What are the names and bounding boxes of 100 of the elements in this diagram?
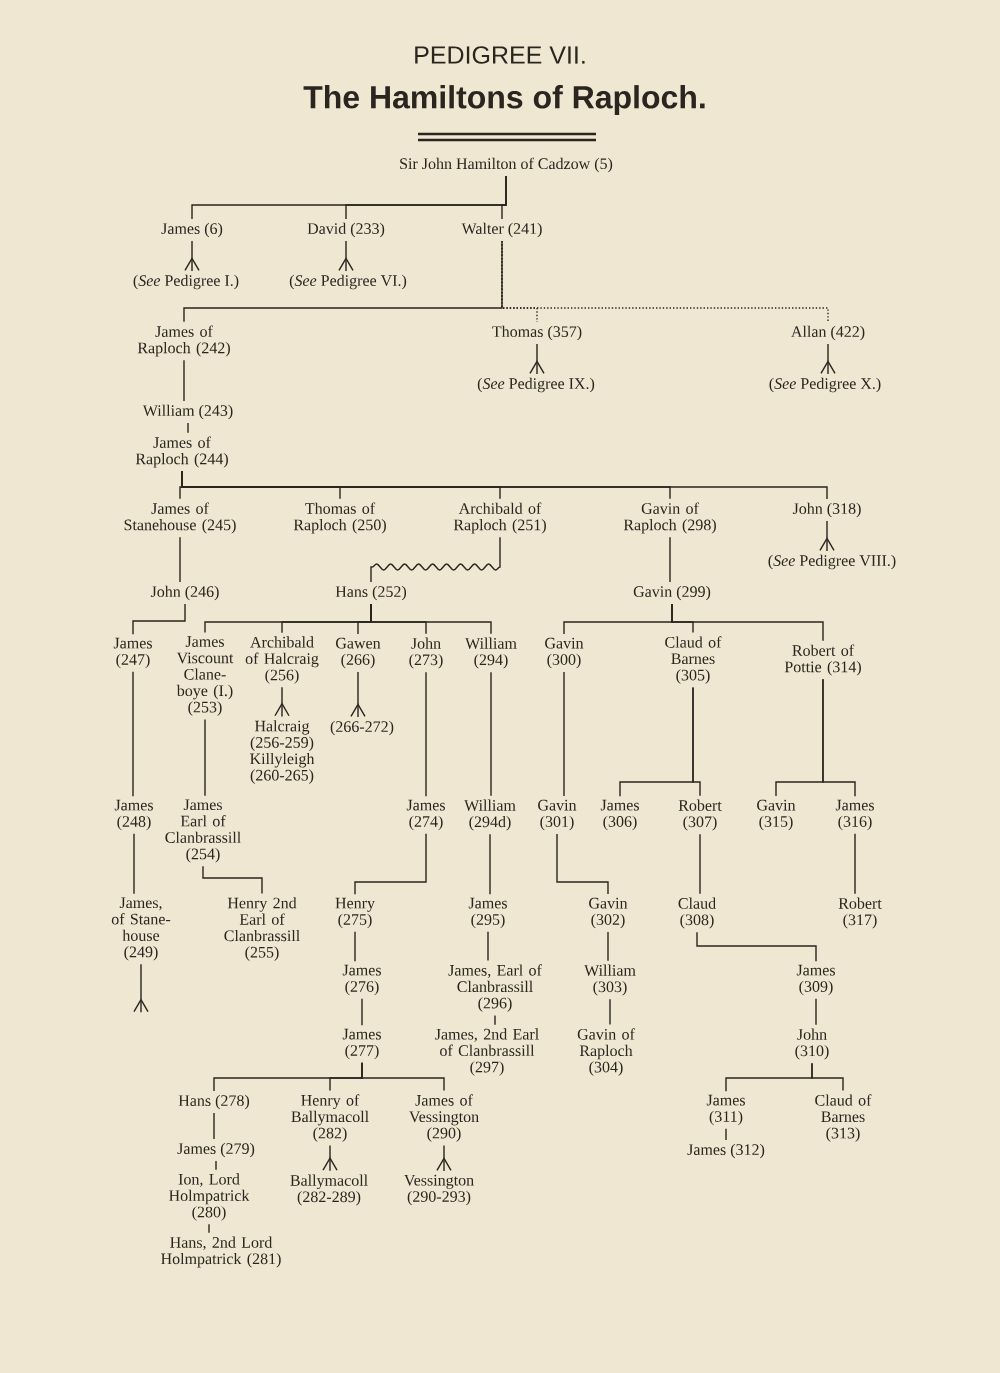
reference-note: Halcraig (256-259) Killyleigh (260-265) <box>250 720 315 784</box>
connector-line <box>725 1128 727 1141</box>
descent-line <box>184 240 200 272</box>
person-name: John (318) <box>792 502 861 518</box>
person-name: Robert (317) <box>838 897 882 929</box>
person-name: James (274) <box>406 799 445 831</box>
person-name: James (248) <box>114 799 153 831</box>
person-name: Henry 2nd Earl of Clanbrassill (255) <box>224 897 300 961</box>
person-name: James of Raploch (242) <box>137 325 230 357</box>
connector-line <box>181 470 828 500</box>
connector-line <box>187 422 189 434</box>
person-name: Hans (252) <box>335 585 407 601</box>
person-name: James (276) <box>342 964 381 996</box>
connector-line <box>490 671 492 797</box>
connector-line <box>361 1062 445 1092</box>
person-name: William (303) <box>584 964 636 996</box>
person-name: James (295) <box>468 897 507 929</box>
person-name: Walter (241) <box>461 222 542 238</box>
person-name: Archibald of Halcraig (256) <box>245 636 319 684</box>
connector-line <box>361 998 363 1026</box>
connector-line <box>671 603 824 642</box>
person-name: James Earl of Clanbrassill (254) <box>165 799 241 863</box>
person-name: Claud of Barnes (305) <box>665 636 722 684</box>
person-name: Gavin (301) <box>538 799 577 831</box>
connector-line <box>607 931 609 962</box>
person-name: David (233) <box>307 222 385 238</box>
person-name: Hans (278) <box>178 1094 250 1110</box>
person-name: Gavin of Raploch (298) <box>623 502 716 534</box>
person-name: Gavin (300) <box>545 637 584 669</box>
reference-note: Vessington (290-293) <box>404 1174 474 1206</box>
person-name: Sir John Hamilton of Cadzow (5) <box>400 157 613 173</box>
connector-line <box>563 671 565 797</box>
person-name: James (6) <box>161 222 223 238</box>
connector-line <box>556 833 609 895</box>
reference-note: (See Pedigree X.) <box>769 377 881 393</box>
person-name: James of Stanehouse (245) <box>124 502 236 534</box>
descent-line <box>133 963 149 1013</box>
person-name: James of Vessington (290) <box>409 1094 479 1142</box>
person-name: Gavin of Raploch (304) <box>577 1028 635 1076</box>
person-name: James (309) <box>796 964 835 996</box>
person-name: Gawen (266) <box>336 637 381 669</box>
person-name: James (316) <box>835 799 874 831</box>
person-name: Henry of Ballymacoll (282) <box>291 1094 369 1142</box>
connector-line <box>354 931 356 962</box>
person-name: James (311) <box>706 1094 745 1126</box>
reference-note: (See Pedigree VIII.) <box>768 554 896 570</box>
connector-line <box>822 678 856 797</box>
person-name: William (294d) <box>464 799 516 831</box>
descent-line <box>350 671 366 718</box>
connector-line <box>811 1062 844 1092</box>
connector-line <box>183 359 185 402</box>
connector-line <box>669 536 671 583</box>
descent-line <box>338 240 354 272</box>
descent-line <box>274 686 290 718</box>
person-name: Ion, Lord Holmpatrick (280) <box>169 1173 250 1221</box>
connector-line <box>425 671 427 797</box>
connector-line <box>202 865 263 895</box>
connector-line <box>489 833 491 895</box>
person-name: Hans, 2nd Lord Holmpatrick (281) <box>161 1236 281 1268</box>
descent-line <box>322 1144 338 1172</box>
person-name: Claud of Barnes (313) <box>815 1094 872 1142</box>
connector-line <box>132 603 186 635</box>
person-name: Allan (422) <box>791 325 865 341</box>
connector-line <box>133 833 135 895</box>
connector-line <box>854 833 856 895</box>
person-name: Gavin (299) <box>633 585 711 601</box>
connector-line <box>354 833 427 895</box>
reference-note: (See Pedigree IX.) <box>477 377 595 393</box>
person-name: James, of Stane-house (249) <box>111 897 171 961</box>
person-name: James, Earl of Clanbrassill (296) <box>448 964 542 1012</box>
person-name: Gavin (302) <box>589 897 628 929</box>
connector-line <box>204 718 206 797</box>
person-name: Archibald of Raploch (251) <box>453 502 546 534</box>
person-name: James, 2nd Earl of Clanbrassill (297) <box>435 1028 539 1076</box>
person-name: John (310) <box>795 1028 829 1060</box>
connector-line <box>179 536 181 583</box>
person-name: William (243) <box>142 404 233 420</box>
descent-line <box>820 343 836 375</box>
connector-line <box>215 1160 217 1171</box>
descent-line <box>529 343 545 375</box>
person-name: Gavin (315) <box>757 799 796 831</box>
connector-line <box>487 931 489 962</box>
connector-line <box>183 240 503 323</box>
person-name: James (312) <box>687 1143 765 1159</box>
connector-line <box>696 931 817 962</box>
person-name: William (294) <box>465 637 517 669</box>
person-name: John (246) <box>150 585 219 601</box>
title-text: The Hamiltons of Raploch. <box>303 85 705 115</box>
reference-note: (See Pedigree I.) <box>133 274 239 290</box>
person-name: James (247) <box>113 637 152 669</box>
person-name: James (306) <box>600 799 639 831</box>
connector-line <box>494 1014 496 1026</box>
person-name: James of Raploch (244) <box>135 436 228 468</box>
reference-note: Ballymacoll (282-289) <box>290 1174 368 1206</box>
descent-line <box>819 520 835 552</box>
connector-line <box>692 686 701 797</box>
connector-line <box>208 1223 210 1234</box>
person-name: Henry (275) <box>335 897 375 929</box>
connector-line <box>370 536 501 583</box>
person-name: John (273) <box>409 637 443 669</box>
